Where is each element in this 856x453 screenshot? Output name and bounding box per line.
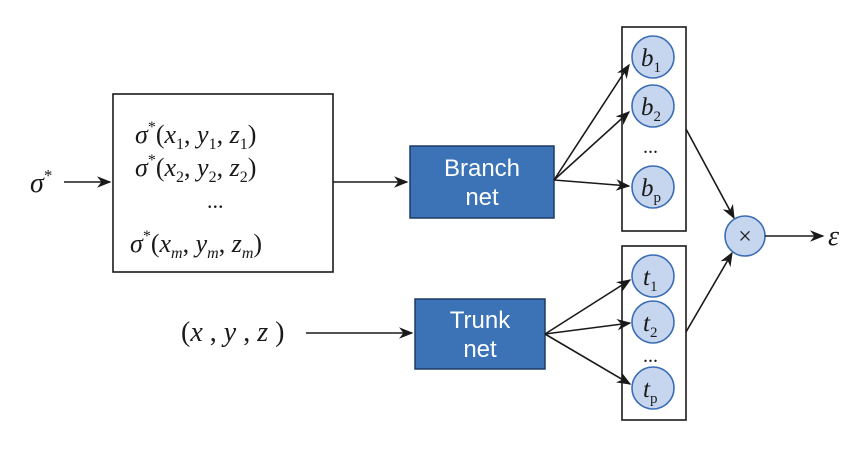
sample-row-2: σ*(x2, y2, z2) [135, 152, 256, 186]
trunk-output-ellipsis: ... [643, 345, 658, 367]
trunk-output-tp: tp [631, 366, 675, 410]
input-sigma-label: σ* [30, 166, 52, 199]
sample-row-m: σ*(xm, ym, zm) [130, 228, 262, 262]
trunk-output-node [631, 366, 675, 410]
trunk-output-node [631, 300, 675, 344]
multiply-symbol: × [738, 224, 752, 250]
branch-output-node [631, 84, 675, 128]
branch-net-label-line1: Branch [444, 155, 520, 182]
arrow-branch-outputs-to-multiply [685, 128, 735, 220]
trunk-output-label: tp [643, 376, 657, 407]
trunk-output-label: t1 [643, 264, 657, 295]
branch-output-node [631, 35, 675, 79]
sample-points-box [112, 93, 334, 273]
sample-ellipsis: ... [207, 188, 224, 213]
trunk-output-t1: t1 [631, 254, 675, 298]
branch-output-ellipsis: ... [643, 136, 658, 158]
branch-output-node [631, 165, 675, 209]
trunk-net-box [414, 298, 546, 370]
arrow-trunk-to-tp [544, 333, 632, 385]
branch-net-box [409, 145, 555, 219]
arrow-branch-to-b1 [553, 63, 630, 181]
branch-output-label: b1 [641, 45, 661, 76]
branch-output-bp: bp [631, 165, 675, 209]
arrow-branch-to-b2 [553, 111, 631, 181]
trunk-net-label-line1: Trunk [450, 307, 511, 334]
branch-output-b1: b1 [631, 35, 675, 79]
trunk-output-t2: t2 [631, 300, 675, 344]
branch-net-label-line2: net [465, 184, 499, 211]
trunk-net-label-line2: net [463, 336, 497, 363]
branch-output-b2: b2 [631, 84, 675, 128]
arrow-trunk-outputs-to-multiply [685, 251, 733, 333]
coords-input-label: (x , y , z ) [181, 317, 284, 348]
sample-row-1: σ*(x1, y1, z1) [135, 119, 256, 153]
output-epsilon-label: ε [828, 221, 839, 252]
arrow-trunk-to-t1 [544, 279, 632, 335]
branch-output-label: bp [641, 175, 661, 206]
trunk-output-node [631, 254, 675, 298]
branch-output-label: b2 [641, 94, 661, 125]
arrow-trunk-to-t2 [544, 318, 632, 335]
trunk-output-label: t2 [643, 310, 657, 341]
arrow-branch-to-bp [553, 179, 631, 191]
